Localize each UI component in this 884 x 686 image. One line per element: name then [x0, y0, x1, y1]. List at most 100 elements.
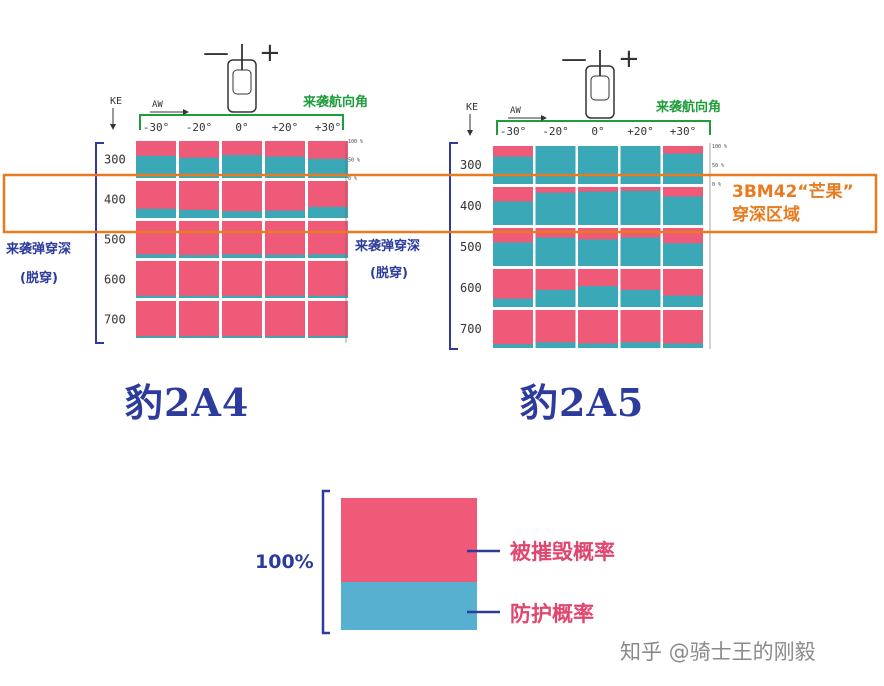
destroy-fill — [663, 310, 703, 348]
left-depth-bracket — [95, 142, 104, 344]
row-label-600: 600 — [104, 273, 126, 287]
left-depth-sub: (脱穿) — [20, 271, 58, 286]
protect-fill — [136, 254, 176, 258]
protect-fill — [578, 146, 618, 184]
watermark: 知乎 @骑士王的刚毅 — [620, 640, 816, 664]
heat-cell — [663, 269, 703, 307]
protect-fill — [222, 336, 262, 338]
col-label: 0° — [591, 125, 604, 138]
heat-cell — [222, 261, 262, 298]
col-label: -30° — [500, 125, 527, 138]
legend-destroy-label: 被摧毁概率 — [510, 540, 615, 564]
protect-fill — [179, 209, 219, 218]
heat-cell — [179, 181, 219, 218]
heat-cell — [222, 221, 262, 258]
col-label: +20° — [627, 125, 654, 138]
heat-cell — [308, 181, 348, 218]
protect-fill — [265, 336, 305, 338]
heat-cell — [265, 181, 305, 218]
heat-cell — [620, 187, 661, 225]
protect-fill — [578, 343, 618, 348]
protect-fill — [493, 242, 533, 266]
row-label-600: 600 — [460, 281, 482, 295]
scale-tick: 0 % — [712, 182, 721, 188]
heat-cell — [535, 228, 576, 266]
heat-cell — [308, 141, 348, 178]
row-label-400: 400 — [460, 199, 482, 213]
left-tank-icon — [227, 44, 257, 113]
protect-fill — [493, 344, 533, 348]
heat-cell — [136, 301, 176, 338]
destroy-fill — [308, 261, 348, 298]
destroy-fill — [179, 301, 219, 338]
destroy-fill — [620, 310, 661, 348]
protect-fill — [136, 208, 176, 218]
heat-cell — [136, 221, 176, 258]
heat-cell — [535, 269, 576, 307]
row-label-300: 300 — [460, 158, 482, 172]
protect-fill — [578, 286, 618, 307]
destroy-fill — [265, 301, 305, 338]
protect-fill — [535, 192, 576, 225]
protect-fill — [308, 254, 348, 258]
protect-fill — [535, 146, 576, 184]
col-label: -20° — [186, 121, 213, 134]
protect-fill — [493, 156, 533, 184]
protect-fill — [620, 237, 661, 266]
heat-cell — [620, 146, 661, 184]
heat-cell — [578, 146, 618, 184]
row-label-500: 500 — [104, 233, 126, 247]
left-angle-bracket — [139, 114, 344, 130]
heat-cell — [136, 261, 176, 298]
right-aw-label: AW — [510, 106, 521, 116]
protect-fill — [222, 155, 262, 178]
heat-cell — [620, 269, 661, 307]
protect-fill — [179, 336, 219, 338]
protect-fill — [308, 206, 348, 218]
protect-fill — [620, 190, 661, 225]
protect-fill — [620, 289, 661, 307]
protect-fill — [265, 254, 305, 258]
right-ke-label: KE — [466, 102, 479, 113]
right-angle-title: 来袭航向角 — [656, 100, 722, 115]
left-ke-label: KE — [110, 96, 123, 107]
protect-fill — [222, 254, 262, 258]
left-angle-title: 来袭航向角 — [303, 95, 369, 110]
heat-cell — [136, 141, 176, 178]
heat-cell — [578, 187, 618, 225]
protect-fill — [136, 155, 176, 178]
protect-fill — [136, 336, 176, 338]
scale-tick: 50 % — [348, 158, 360, 164]
protect-fill — [578, 191, 618, 225]
destroy-fill — [265, 221, 305, 258]
right-angle-bracket — [496, 120, 711, 135]
protect-fill — [663, 343, 703, 348]
heat-cell — [179, 261, 219, 298]
protect-fill — [620, 146, 661, 184]
right-depth-bracket — [449, 142, 458, 350]
scale-tick: 0 % — [348, 176, 357, 182]
right-depth-sub: (脱穿) — [370, 266, 408, 281]
heat-cell — [578, 269, 618, 307]
protect-fill — [179, 255, 219, 258]
highlight-box — [2, 173, 878, 234]
heat-cell — [493, 269, 533, 307]
heat-cell — [535, 187, 576, 225]
heat-cell — [663, 187, 703, 225]
protect-fill — [308, 158, 348, 178]
left-chart-title: 豹2A4 — [125, 380, 250, 425]
highlight-label-line1: 3BM42“芒果” — [732, 182, 854, 202]
legend-percent-label: 100% — [255, 551, 314, 573]
heat-cell — [222, 301, 262, 338]
destroy-fill — [179, 221, 219, 258]
destroy-fill — [179, 261, 219, 298]
heat-cell — [535, 146, 576, 184]
destroy-fill — [136, 301, 176, 338]
right-plus-sign: + — [618, 44, 640, 74]
heat-cell — [265, 301, 305, 338]
right-minus-sign: — — [561, 44, 587, 74]
destroy-fill — [308, 301, 348, 338]
